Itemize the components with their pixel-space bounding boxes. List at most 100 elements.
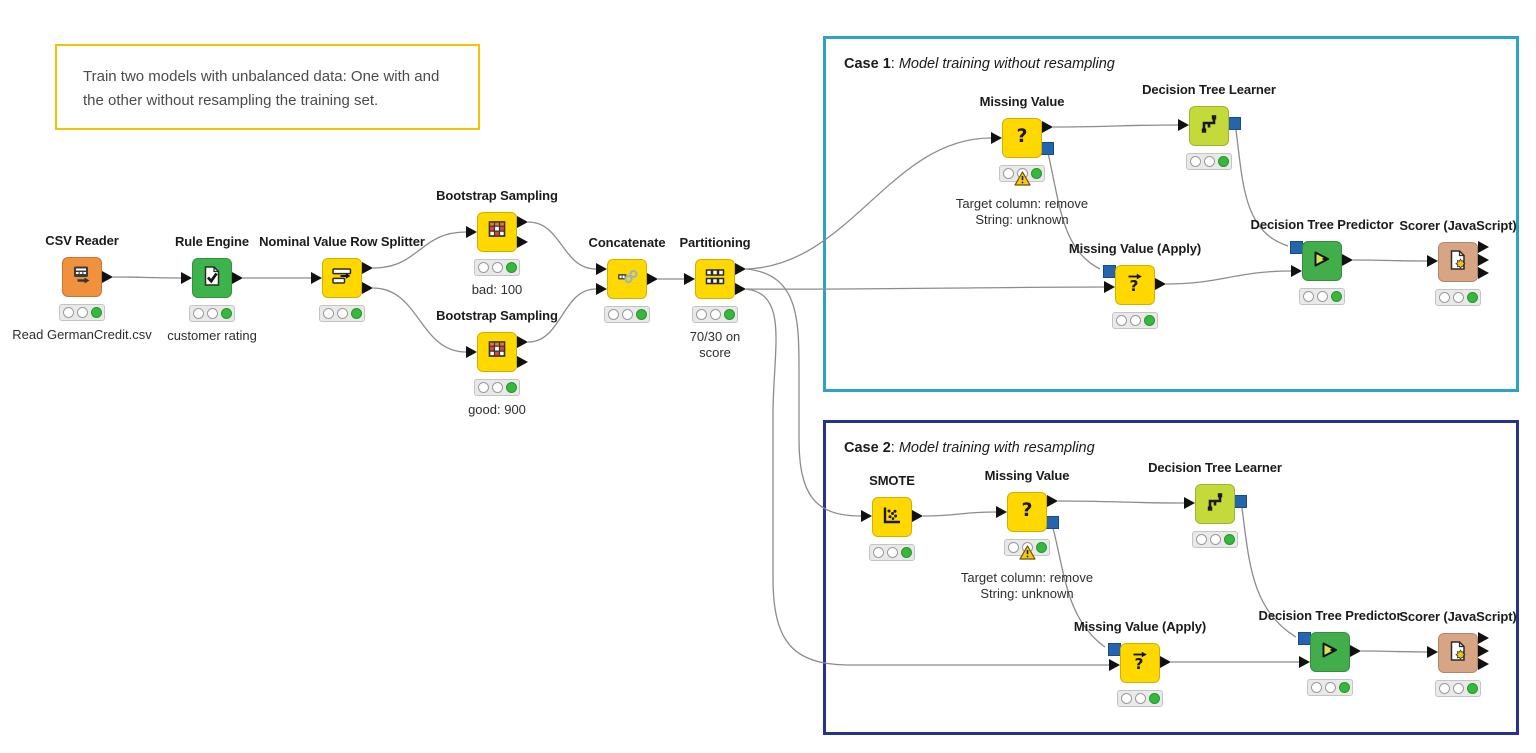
input-port[interactable] (991, 132, 1002, 144)
connection-partitioning-to-smote[interactable] (745, 268, 862, 517)
output-port[interactable] (1155, 278, 1166, 290)
output-port[interactable] (1160, 656, 1171, 668)
question-arrow-icon: ? (1123, 271, 1147, 300)
node-scorer2[interactable] (1438, 633, 1478, 673)
status-dot-green (1466, 683, 1478, 694)
input-port[interactable] (1427, 255, 1438, 267)
node-rule-engine[interactable] (192, 258, 232, 298)
node-nominal-splitter[interactable] (322, 258, 362, 298)
output-port[interactable] (362, 262, 373, 274)
output-port[interactable] (517, 216, 528, 228)
output-port[interactable] (102, 271, 113, 283)
input-port[interactable] (311, 272, 322, 284)
input-port[interactable] (1109, 659, 1120, 671)
node-dtl1[interactable] (1189, 106, 1229, 146)
output-port[interactable] (912, 510, 923, 522)
input-port[interactable] (1291, 265, 1302, 277)
status-dot-off (62, 307, 74, 318)
output-port[interactable] (517, 236, 528, 248)
connection-csv_reader-to-rule_engine[interactable] (112, 276, 182, 279)
node-bootstrap-top[interactable] (477, 212, 517, 252)
output-port[interactable] (1042, 121, 1053, 133)
output-port[interactable] (647, 273, 658, 285)
input-port[interactable] (466, 346, 477, 358)
connection-partitioning-to-mv1[interactable] (745, 137, 992, 270)
model-output-port[interactable] (1041, 141, 1054, 155)
node-mv1[interactable]: ? (1002, 118, 1042, 158)
node-concatenate[interactable] (607, 259, 647, 299)
connection-dtp2-to-scorer2[interactable] (1360, 650, 1428, 653)
connection-mva1-to-dtp1[interactable] (1165, 270, 1292, 285)
connection-partitioning-to-mva2[interactable] (745, 288, 1109, 666)
input-port[interactable] (1427, 646, 1438, 658)
output-port[interactable] (362, 282, 373, 294)
node-csv-reader[interactable] (62, 257, 102, 297)
connection-mv1-to-dtl1[interactable] (1052, 124, 1179, 128)
node-partitioning[interactable] (695, 259, 735, 299)
node-bootstrap-bottom[interactable] (477, 332, 517, 372)
node-dtp2[interactable] (1310, 632, 1350, 672)
input-port[interactable] (466, 226, 477, 238)
node-mva2[interactable]: ? (1120, 643, 1160, 683)
input-port[interactable] (1299, 656, 1310, 668)
connection-dtl1-to-dtp1[interactable] (1235, 129, 1289, 247)
connection-partitioning-to-mva1[interactable] (745, 286, 1105, 290)
status-dot-off (192, 308, 204, 319)
traffic-light-status (1307, 679, 1353, 696)
output-port[interactable] (1350, 645, 1361, 657)
output-port[interactable] (517, 356, 528, 368)
output-port[interactable] (1478, 632, 1489, 644)
node-dtl2[interactable] (1195, 484, 1235, 524)
status-dot-off (491, 262, 503, 273)
output-port[interactable] (735, 263, 746, 275)
connection-dtl2-to-dtp2[interactable] (1241, 507, 1297, 638)
connection-nominal_splitter-to-bootstrap_top[interactable] (372, 231, 467, 269)
input-port[interactable] (996, 506, 1007, 518)
connection-mv2-to-dtl2[interactable] (1057, 500, 1185, 504)
model-output-port[interactable] (1046, 515, 1059, 529)
status-dot-off (206, 308, 218, 319)
node-scorer1[interactable] (1438, 242, 1478, 282)
node-label: Bootstrap Sampling (436, 188, 558, 203)
input-port[interactable] (596, 283, 607, 295)
node-mva1[interactable]: ? (1115, 265, 1155, 305)
input-port[interactable] (596, 263, 607, 275)
input-port[interactable] (1184, 497, 1195, 509)
link-icon (615, 265, 639, 294)
connection-mv2-to-mva2[interactable] (1052, 527, 1106, 648)
node-dtp1[interactable] (1302, 241, 1342, 281)
input-port[interactable] (684, 273, 695, 285)
connection-smote-to-mv2[interactable] (922, 511, 997, 517)
case-2-annotation-box[interactable]: Case 2: Model training with resampling (823, 420, 1519, 735)
status-dot-off (872, 547, 884, 558)
status-dot-green (635, 309, 647, 320)
input-port[interactable] (1178, 119, 1189, 131)
connection-bootstrap_top-to-concatenate[interactable] (527, 221, 597, 270)
status-dot-green (1466, 292, 1478, 303)
model-output-port[interactable] (1234, 494, 1247, 508)
connection-dtp1-to-scorer1[interactable] (1352, 259, 1428, 262)
workflow-annotation[interactable]: Train two models with unbalanced data: O… (55, 44, 480, 130)
output-port[interactable] (1478, 658, 1489, 670)
input-port[interactable] (861, 510, 872, 522)
node-label: Concatenate (588, 235, 666, 250)
output-port[interactable] (735, 283, 746, 295)
output-port[interactable] (517, 336, 528, 348)
connection-nominal_splitter-to-bootstrap_bottom[interactable] (372, 287, 467, 353)
connection-mv1-to-mva1[interactable] (1047, 152, 1101, 270)
connection-bootstrap_bottom-to-concatenate[interactable] (527, 288, 597, 343)
output-port[interactable] (232, 272, 243, 284)
output-port[interactable] (1478, 645, 1489, 657)
node-mv2[interactable]: ? (1007, 492, 1047, 532)
output-port[interactable] (1342, 254, 1353, 266)
node-smote[interactable] (872, 497, 912, 537)
input-port[interactable] (181, 272, 192, 284)
output-port[interactable] (1478, 254, 1489, 266)
case-1-annotation-box[interactable]: Case 1: Model training without resamplin… (823, 36, 1519, 392)
output-port[interactable] (1478, 267, 1489, 279)
model-output-port[interactable] (1228, 116, 1241, 130)
input-port[interactable] (1104, 281, 1115, 293)
traffic-light-status (692, 306, 738, 323)
output-port[interactable] (1478, 241, 1489, 253)
output-port[interactable] (1047, 495, 1058, 507)
